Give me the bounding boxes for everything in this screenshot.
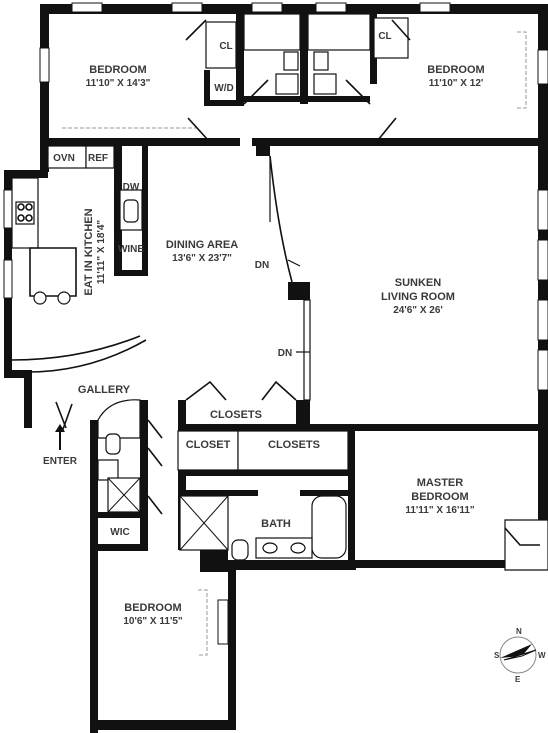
refrigerator-label: REF bbox=[88, 153, 108, 164]
bedroom-ne-dim: 11'10" X 12' bbox=[429, 78, 484, 89]
living-name-line1: SUNKEN bbox=[395, 277, 442, 289]
kitchen-name: EAT IN KITCHEN bbox=[83, 208, 95, 295]
master-bath-fixtures bbox=[179, 495, 347, 561]
master-dim: 11'11" X 16'11" bbox=[405, 505, 475, 516]
closets-upper-label: CLOSETS bbox=[210, 409, 262, 421]
closet-label-left: CL bbox=[219, 41, 232, 52]
compass-e: E bbox=[515, 675, 521, 684]
compass-s: S bbox=[494, 651, 500, 660]
closet-label-right: CL bbox=[378, 31, 391, 42]
master-bay-window bbox=[504, 519, 548, 571]
dining-name: DINING AREA bbox=[166, 239, 238, 251]
compass-n: N bbox=[516, 627, 522, 636]
wic-label: WIC bbox=[110, 527, 129, 538]
hall-fixtures bbox=[55, 399, 163, 515]
bath-label: BATH bbox=[261, 518, 291, 530]
kitchen-dim: 11'11" X 18'4" bbox=[96, 220, 107, 285]
room-labels: BEDROOM 11'10" X 14'3" BEDROOM 11'10" X … bbox=[43, 31, 485, 627]
dishwasher-label: DW bbox=[123, 182, 140, 193]
master-name-line2: BEDROOM bbox=[411, 491, 468, 503]
living-dim: 24'6" X 26' bbox=[393, 305, 443, 316]
washer-dryer-label: W/D bbox=[214, 83, 233, 94]
dining-dim: 13'6" X 23'7" bbox=[172, 253, 232, 264]
bedroom-nw-dim: 11'10" X 14'3" bbox=[86, 78, 151, 89]
bedroom-ne-name: BEDROOM bbox=[427, 64, 484, 76]
wine-label: WINE bbox=[118, 244, 144, 255]
step-down-lower: DN bbox=[278, 348, 292, 359]
living-name-line2: LIVING ROOM bbox=[381, 291, 455, 303]
closet-label: CLOSET bbox=[186, 439, 231, 451]
nw-closets bbox=[185, 13, 411, 141]
walls bbox=[4, 4, 548, 733]
center-closets bbox=[177, 380, 349, 471]
enter-arrow-icon bbox=[55, 424, 65, 450]
enter-label: ENTER bbox=[43, 456, 78, 467]
living-fixtures bbox=[269, 155, 311, 401]
bedroom-s-name: BEDROOM bbox=[124, 602, 181, 614]
gallery-label: GALLERY bbox=[78, 384, 131, 396]
closets-lower-label: CLOSETS bbox=[268, 439, 320, 451]
oven-label: OVN bbox=[53, 153, 75, 164]
compass-w: W bbox=[538, 651, 546, 660]
master-name-line1: MASTER bbox=[417, 477, 464, 489]
kitchen-fixtures bbox=[11, 145, 147, 380]
step-down-upper: DN bbox=[255, 260, 269, 271]
compass-icon: N E S W bbox=[494, 627, 546, 684]
bedroom-s-dim: 10'6" X 11'5" bbox=[123, 616, 183, 627]
bedroom-nw-name: BEDROOM bbox=[89, 64, 146, 76]
